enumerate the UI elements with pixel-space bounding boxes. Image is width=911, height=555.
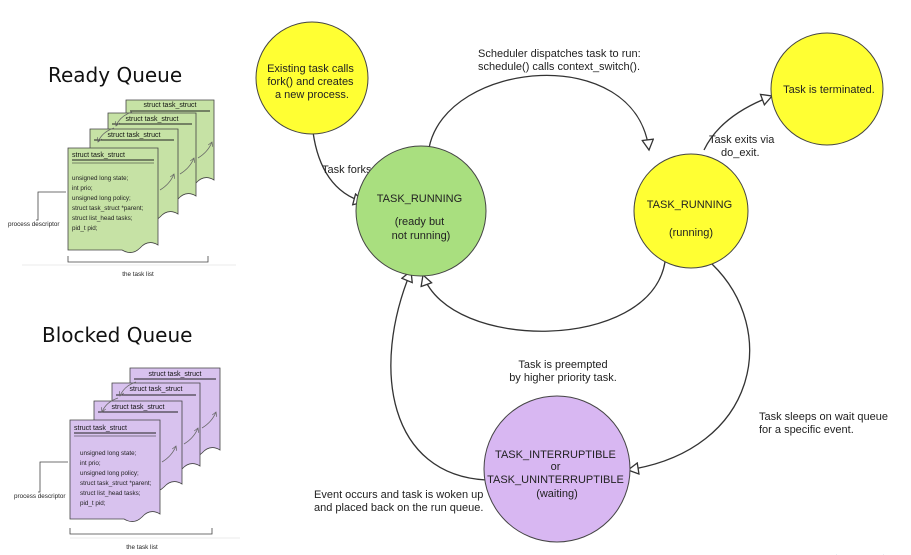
node-fork: Existing task calls fork() and creates a… [255,21,369,135]
svg-text:Existing task calls fork: Existing task calls fork() and creates a… [267,63,357,101]
field-tasks: struct list_head tasks; [80,490,141,497]
card-header: struct task_struct [144,102,197,109]
task-list-label: the task list [122,271,154,278]
edge-wake: Event occurs and task is woken up and pl… [314,271,487,514]
node-waiting-line-2: or [551,461,561,473]
svg-text:TASK_RUNNING (running): TASK_RUNNING (running) [647,199,735,239]
node-ready-line-3: (ready but [395,216,445,228]
edge-forks: Task forks. [312,131,375,202]
svg-text:TASK_RUNNING (ready but: TASK_RUNNING (ready but not running) [377,193,465,242]
node-fork-line-1: Existing task calls [267,63,354,75]
node-fork-line-3: a new process. [275,89,349,101]
field-state: unsigned long state; [72,175,129,182]
edge-sleep: Task sleeps on wait queue for a specific… [628,263,888,470]
field-parent: struct task_struct *parent; [72,205,144,212]
field-prio: int prio; [72,185,93,192]
field-pid: pid_t pid; [72,225,98,232]
edge-label-forks: Task forks. [322,164,375,176]
edge-label-exit-2: do_exit. [721,147,760,159]
node-waiting-line-3: TASK_UNINTERRUPTIBLE [487,474,624,486]
node-ready-line-4: not running) [392,230,451,242]
field-parent: struct task_struct *parent; [80,480,152,487]
blocked-queue-title: Blocked Queue [42,323,192,347]
node-ready-line-1: TASK_RUNNING [377,193,462,205]
field-policy: unsigned long policy; [80,470,139,477]
node-running-line-3: (running) [669,227,713,239]
field-policy: unsigned long policy; [72,195,131,202]
node-waiting: TASK_INTERRUPTIBLE or TASK_UNINTERRUPTIB… [483,395,631,543]
edge-label-preempt-1: Task is preempted [518,359,607,371]
card-header: struct task_struct [112,404,165,411]
ready-card-1: struct task_struct unsigned long state; … [67,147,159,253]
field-pid: pid_t pid; [80,500,106,507]
node-waiting-line-4: (waiting) [536,488,578,500]
edge-label-preempt-2: by higher priority task. [509,372,617,384]
process-descriptor-label: process descriptor [8,221,59,228]
edge-dispatch: Scheduler dispatches task to run: schedu… [428,48,649,150]
edge-label-sleep-1: Task sleeps on wait queue [759,411,888,423]
node-terminated: Task is terminated. [770,32,884,146]
node-fork-line-2: fork() and creates [267,76,354,88]
edge-label-wake-2: and placed back on the run queue. [314,502,483,514]
edge-label-dispatch-2: schedule() calls context_switch(). [478,61,640,73]
ready-queue-illustration: struct task_struct struct task_struct st… [8,99,236,278]
blocked-queue-illustration: struct task_struct struct task_struct st… [14,367,240,551]
blocked-card-1: struct task_struct unsigned long state; … [69,419,161,522]
node-ready: TASK_RUNNING (ready but not running) [355,145,487,277]
edge-label-exit-1: Task exits via [709,134,775,146]
node-running-line-1: TASK_RUNNING [647,199,732,211]
edge-label-sleep-2: for a specific event. [759,424,854,436]
card-header: struct task_struct [149,371,202,378]
field-tasks: struct list_head tasks; [72,215,133,222]
edge-exit: Task exits via do_exit. [703,96,775,159]
ready-queue-title: Ready Queue [48,63,182,87]
card-header: struct task_struct [126,116,179,123]
task-list-label: the task list [126,544,158,551]
field-state: unsigned long state; [80,450,137,457]
svg-text:TASK_INTERRUPTIBLE or: TASK_INTERRUPTIBLE or TASK_UNINTERRUPTIB… [487,449,627,500]
card-header: struct task_struct [108,132,161,139]
edge-label-wake-1: Event occurs and task is woken up [314,489,483,501]
node-waiting-line-1: TASK_INTERRUPTIBLE [495,449,616,461]
edge-preempt: Task is preempted by higher priority tas… [423,261,666,384]
node-terminated-line-1: Task is terminated. [783,84,875,96]
edge-label-dispatch-1: Scheduler dispatches task to run: [478,48,641,60]
node-running: TASK_RUNNING (running) [633,153,749,269]
card-header: struct task_struct [130,386,183,393]
card-header: struct task_struct [74,425,127,432]
field-prio: int prio; [80,460,101,467]
card-header: struct task_struct [72,152,125,159]
process-descriptor-label: process descriptor [14,493,65,500]
